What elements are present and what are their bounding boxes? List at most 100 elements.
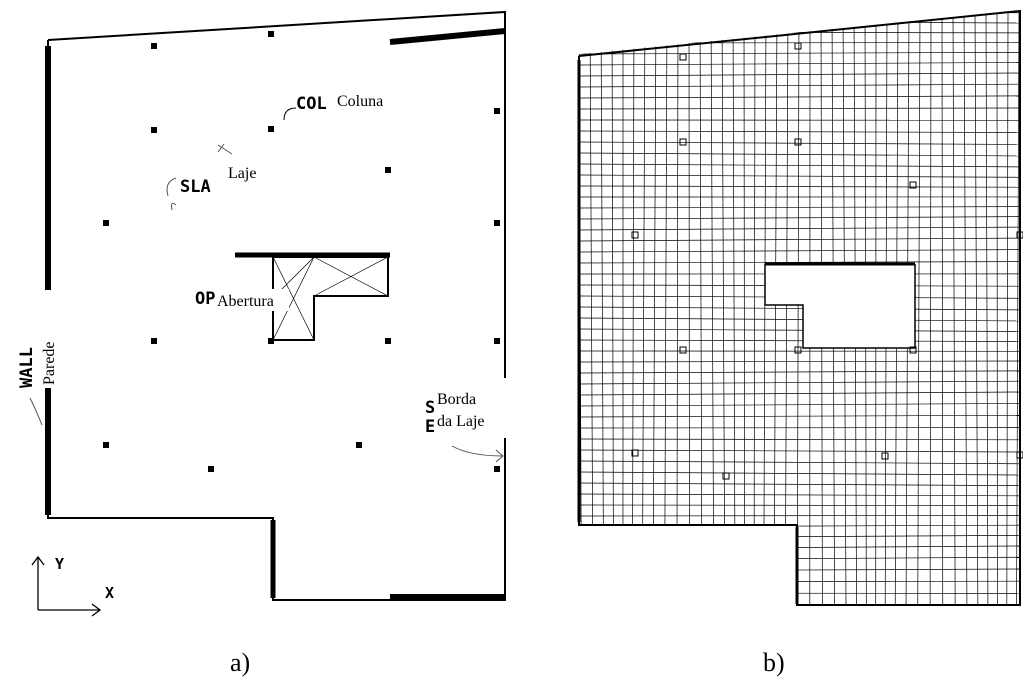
sla-leader bbox=[166, 177, 177, 211]
mesh-line-horizontal bbox=[578, 471, 1021, 476]
column bbox=[151, 338, 157, 344]
column bbox=[356, 442, 362, 448]
col-tag: COL bbox=[296, 94, 327, 114]
mesh-line-horizontal bbox=[578, 141, 1021, 145]
mesh-line-horizontal bbox=[578, 261, 1021, 264]
mesh-line-horizontal bbox=[578, 216, 1021, 220]
mesh-column-node bbox=[679, 53, 687, 61]
mesh-line-horizontal bbox=[578, 174, 1021, 178]
column bbox=[494, 220, 500, 226]
mesh-line-vertical bbox=[763, 9, 767, 606]
se-tag-bottom: E bbox=[425, 417, 435, 437]
column bbox=[385, 338, 391, 344]
column bbox=[385, 167, 391, 173]
mesh-column-node bbox=[631, 449, 639, 457]
mesh-column-node bbox=[1016, 231, 1023, 239]
column bbox=[208, 466, 214, 472]
mesh-line-vertical bbox=[773, 9, 778, 606]
mesh-column-node bbox=[679, 138, 687, 146]
mesh-drawing bbox=[560, 0, 1023, 695]
mesh-column-node bbox=[909, 346, 917, 354]
label-parede: Parede bbox=[41, 341, 58, 385]
column bbox=[151, 127, 157, 133]
floor-plan-panel: COL SLA OPE WALL S E Coluna Laje Abertur… bbox=[17, 10, 506, 677]
column bbox=[494, 466, 500, 472]
axis-x-label: X bbox=[105, 584, 114, 602]
mesh-line-horizontal bbox=[578, 460, 1021, 465]
mesh-line-vertical bbox=[743, 9, 746, 606]
mesh-line-horizontal bbox=[578, 107, 1021, 110]
mesh-line-horizontal bbox=[578, 152, 1021, 157]
mesh-line-horizontal bbox=[578, 206, 1021, 209]
axis-y-label: Y bbox=[55, 555, 64, 573]
mesh-line-vertical bbox=[721, 9, 726, 606]
mesh-column-node bbox=[1016, 451, 1023, 459]
label-laje: Laje bbox=[228, 165, 256, 182]
column bbox=[151, 43, 157, 49]
sla-tag: SLA bbox=[180, 177, 211, 197]
mesh-line-horizontal bbox=[578, 51, 1021, 55]
mesh-line-horizontal bbox=[578, 306, 1021, 311]
mesh-line-horizontal bbox=[578, 226, 1021, 231]
caption-b: b) bbox=[763, 648, 785, 677]
mesh-column-node bbox=[794, 42, 802, 50]
mesh-column-node bbox=[794, 346, 802, 354]
mesh-line-horizontal bbox=[578, 414, 1021, 418]
columns bbox=[103, 31, 500, 472]
column bbox=[268, 31, 274, 37]
caption-a: a) bbox=[230, 648, 251, 677]
mesh-line-horizontal bbox=[578, 482, 1021, 487]
mesh-column-node bbox=[794, 138, 802, 146]
mesh-line-horizontal bbox=[578, 249, 1021, 253]
mesh-line-horizontal bbox=[578, 370, 1021, 374]
mesh-line-vertical bbox=[1016, 9, 1020, 606]
mesh-line-vertical bbox=[796, 9, 800, 606]
wall-top-right bbox=[389, 28, 506, 45]
mesh-column-node bbox=[881, 452, 889, 460]
label-abertura: Abertura bbox=[217, 293, 274, 310]
mesh-line-horizontal bbox=[578, 403, 1021, 407]
label-coluna: Coluna bbox=[337, 93, 383, 110]
mesh-opening bbox=[765, 264, 915, 305]
column bbox=[494, 108, 500, 114]
mesh-line-vertical bbox=[985, 9, 989, 606]
mesh-line-vertical bbox=[710, 9, 715, 606]
mesh-line-horizontal bbox=[578, 163, 1021, 168]
col-leader bbox=[283, 107, 297, 121]
mesh-outline bbox=[578, 9, 1021, 606]
mesh-line-horizontal bbox=[578, 449, 1021, 453]
mesh-line-horizontal bbox=[578, 95, 1021, 99]
wall-tag: WALL bbox=[17, 347, 37, 388]
label-da-laje: da Laje bbox=[437, 413, 485, 430]
mesh-column-node bbox=[909, 181, 917, 189]
mesh-column-nodes bbox=[631, 42, 1023, 480]
mesh-line-horizontal bbox=[578, 360, 1021, 363]
mesh-panel: b) bbox=[560, 0, 1023, 695]
mesh-line-vertical bbox=[753, 9, 756, 606]
mesh-line-horizontal bbox=[578, 504, 1021, 507]
mesh-line-horizontal bbox=[578, 130, 1021, 133]
mesh-line-horizontal bbox=[578, 72, 1021, 77]
mesh-line-horizontal bbox=[578, 438, 1021, 441]
axes-icon bbox=[31, 555, 102, 617]
column bbox=[103, 220, 109, 226]
se-tag-top: S bbox=[425, 398, 435, 418]
column bbox=[268, 126, 274, 132]
mesh-grid bbox=[578, 9, 1021, 607]
mesh-line-horizontal bbox=[578, 237, 1021, 242]
label-borda: Borda bbox=[437, 391, 476, 408]
mesh-line-vertical bbox=[732, 9, 736, 606]
mesh-line-horizontal bbox=[578, 83, 1021, 88]
slab-outline bbox=[47, 10, 506, 601]
mesh-line-vertical bbox=[1006, 9, 1009, 606]
mesh-line-horizontal bbox=[578, 391, 1021, 396]
column bbox=[494, 338, 500, 344]
column bbox=[268, 338, 274, 344]
mesh-column-node bbox=[631, 231, 639, 239]
mesh-column-node bbox=[679, 346, 687, 354]
mesh-line-horizontal bbox=[578, 339, 1021, 342]
mesh-line-horizontal bbox=[578, 328, 1021, 332]
mesh-line-horizontal bbox=[578, 62, 1021, 66]
wall-leader bbox=[29, 397, 43, 426]
mesh-line-horizontal bbox=[578, 380, 1021, 385]
